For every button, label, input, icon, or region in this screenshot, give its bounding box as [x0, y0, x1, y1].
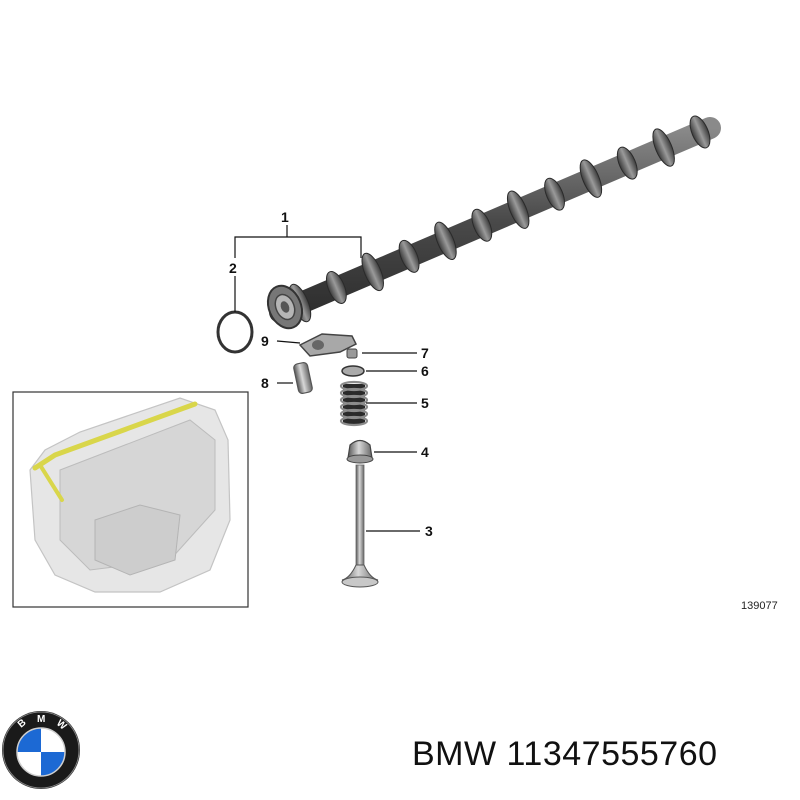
- cam-lobe: [361, 252, 384, 292]
- callout-1: 1: [281, 209, 289, 225]
- valve-stem-seal: [346, 439, 374, 464]
- leader-lines: [234, 225, 420, 532]
- cam-lobe: [471, 208, 493, 242]
- spring-retainer: [341, 365, 365, 377]
- cam-lobe: [506, 190, 530, 229]
- valve: [341, 464, 379, 588]
- bmw-roundel-icon: B M W: [2, 711, 80, 789]
- rocker-arm: [298, 333, 358, 357]
- o-ring: [216, 310, 254, 354]
- callout-2: 2: [229, 260, 237, 276]
- cam-lobe: [689, 115, 711, 149]
- camshaft: [266, 115, 721, 330]
- cam-lobe: [616, 146, 638, 180]
- cam-lobe: [325, 270, 347, 304]
- cam-lobe: [398, 239, 420, 273]
- camshaft-lobes: [288, 115, 711, 323]
- brand-name: BMW: [412, 735, 497, 773]
- spring-coil: [339, 415, 369, 427]
- valve-keeper: [346, 348, 358, 359]
- cam-lobe: [544, 177, 565, 211]
- valve-spring: [339, 380, 369, 427]
- cam-lobe: [652, 128, 675, 167]
- figure-number: 139077: [741, 600, 778, 612]
- callout-9: 9: [261, 333, 269, 349]
- callout-7: 7: [421, 345, 429, 361]
- part-number-caption: BMW 11347555760: [412, 735, 718, 774]
- cam-lobe: [434, 221, 457, 260]
- callout-8: 8: [261, 375, 269, 391]
- callout-5: 5: [421, 395, 429, 411]
- hydraulic-lifter: [293, 362, 313, 394]
- callout-4: 4: [421, 444, 429, 460]
- callout-6: 6: [421, 363, 429, 379]
- part-number: 11347555760: [506, 735, 718, 773]
- callout-3: 3: [425, 523, 433, 539]
- svg-text:M: M: [37, 714, 45, 725]
- cam-lobe: [579, 159, 603, 198]
- engine-inset: [12, 391, 249, 608]
